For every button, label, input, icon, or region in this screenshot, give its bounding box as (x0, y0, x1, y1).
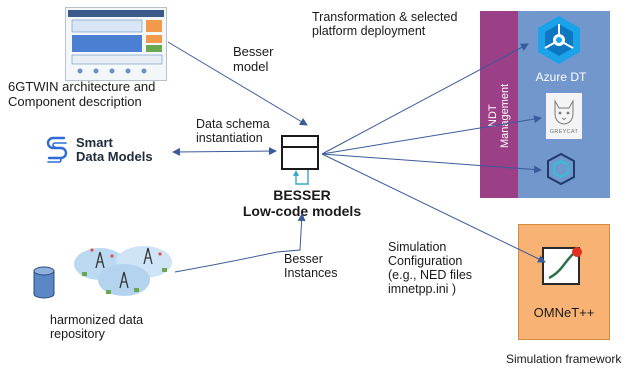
arrow-besser-to-omnet (321, 153, 546, 263)
greycat-logo: GREYCAT (546, 93, 582, 139)
data-schema-line2: instantiation (196, 131, 263, 145)
besser-loop-arrow (293, 170, 309, 185)
data-schema-label: Data schema instantiation (196, 117, 296, 145)
besser-model-label: Besser model (233, 44, 293, 74)
harmonized-line1: harmonized data (50, 313, 144, 327)
besser-box (281, 135, 319, 170)
simulation-framework-label: Simulation framework (506, 352, 622, 366)
transformation-label: Transformation & selected platform deplo… (312, 10, 482, 38)
simulation-config-line1: Simulation (388, 240, 447, 254)
architecture-caption-line1: 6GTWIN architecture and (8, 79, 156, 94)
arrow-besser-to-azure (321, 43, 529, 155)
arrow-besser-to-cube (321, 153, 542, 174)
arrow-besser-smart-data-models (172, 147, 277, 156)
azure-dt-icon (538, 16, 580, 64)
smart-data-models-icon (46, 136, 68, 163)
besser-subtitle: Low-code models (242, 203, 362, 219)
smart-data-models-line2: Data Models (76, 149, 153, 164)
omnet-label: OMNeT++ (533, 305, 595, 320)
transformation-line2: platform deployment (312, 24, 426, 38)
arrow-besser-to-greycat (321, 115, 542, 155)
besser-model-line1: Besser (233, 44, 274, 59)
data-schema-line1: Data schema (196, 117, 270, 131)
architecture-caption-line2: Component description (8, 94, 142, 109)
omnet-icon (542, 247, 582, 285)
simulation-config-line2: Configuration (388, 254, 463, 268)
arrow-architecture-to-besser (167, 41, 308, 126)
greycat-icon (554, 99, 574, 125)
transformation-line1: Transformation & selected (312, 10, 458, 24)
azure-dt-label: Azure DT (535, 70, 587, 84)
besser-instances-line1: Besser (284, 252, 323, 266)
besser-instances-line2: Instances (284, 266, 338, 280)
simulation-config-line3: (e.g., NED files (388, 268, 473, 282)
smart-data-models-line1: Smart (76, 135, 113, 150)
harmonized-line2: repository (50, 327, 105, 341)
network-cells-image (74, 246, 172, 296)
smart-data-models-logo: Smart Data Models (44, 134, 174, 168)
simulation-config-line4: imnetpp.ini ) (388, 282, 457, 296)
arrow-instances-to-besser (174, 213, 306, 273)
simulation-config-label: Simulation Configuration (e.g., NED file… (388, 240, 498, 296)
besser-instances-label: Besser Instances (284, 252, 364, 280)
besser-model-line2: model (233, 59, 269, 74)
besser-title: BESSER (273, 187, 331, 203)
besser-label: BESSER Low-code models (232, 187, 372, 219)
architecture-diagram-image (68, 10, 164, 74)
greycat-label: GREYCAT (549, 129, 579, 135)
harmonized-label: harmonized data repository (50, 313, 170, 341)
database-icon (33, 266, 55, 299)
architecture-thumbnail (65, 7, 167, 81)
cube-platform-icon (547, 152, 575, 186)
architecture-caption: 6GTWIN architecture and Component descri… (8, 79, 188, 109)
